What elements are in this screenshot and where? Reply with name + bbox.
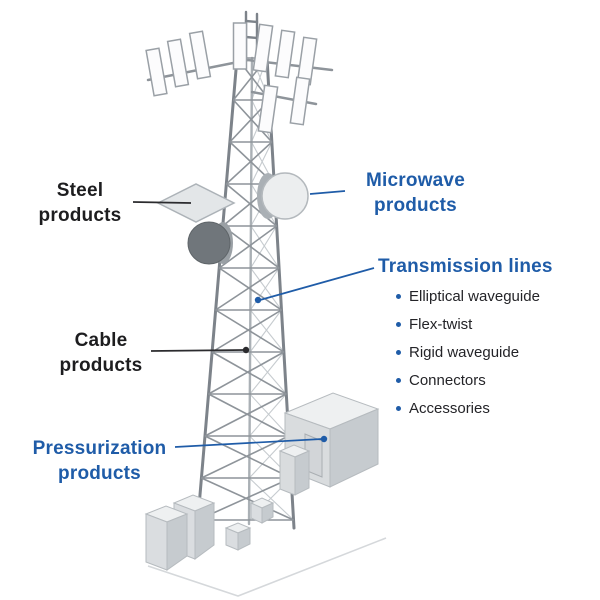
steel-products-label: Steel products xyxy=(38,180,122,226)
bullet-dot-icon xyxy=(396,406,401,411)
steel-panel xyxy=(156,183,236,223)
pressurization-products-label: Pressurization products xyxy=(32,438,167,484)
transmission-leader-line xyxy=(259,267,375,301)
microwave-drum-dark xyxy=(187,221,233,265)
transmission-item-label: Elliptical waveguide xyxy=(409,288,540,305)
transmission-item: Accessories xyxy=(396,401,540,416)
bullet-dot-icon xyxy=(396,322,401,327)
transmission-item-label: Flex-twist xyxy=(409,316,473,333)
bullet-dot-icon xyxy=(396,378,401,383)
steel-leader-line xyxy=(132,201,192,204)
transmission-item: Connectors xyxy=(396,373,540,388)
transmission-item: Flex-twist xyxy=(396,317,540,332)
lattice-tower xyxy=(194,56,296,544)
transmission-item-label: Connectors xyxy=(409,372,486,389)
ground-line xyxy=(147,537,387,597)
transmission-item: Rigid waveguide xyxy=(396,345,540,360)
microwave-leader-line xyxy=(309,190,346,195)
transmission-item: Elliptical waveguide xyxy=(396,289,540,304)
bullet-dot-icon xyxy=(396,350,401,355)
microwave-products-label: Microwave products xyxy=(366,170,465,216)
transmission-lines-heading: Transmission lines xyxy=(378,256,553,277)
bullet-dot-icon xyxy=(396,294,401,299)
transmission-item-label: Accessories xyxy=(409,400,490,417)
panel-antennas xyxy=(145,22,318,134)
microwave-drum-light xyxy=(257,172,309,220)
pressurization-leader-dot xyxy=(320,435,328,443)
left-cabinets xyxy=(144,494,216,571)
small-cabinet xyxy=(278,444,311,496)
pressurization-leader-line xyxy=(174,438,323,448)
cable-leader-dot xyxy=(242,346,250,354)
cable-products-label: Cable products xyxy=(59,330,143,376)
leader-lines xyxy=(132,190,375,448)
cable-leader-line xyxy=(150,349,245,352)
transmission-leader-dot xyxy=(254,296,262,304)
foundation-cubes xyxy=(224,497,275,551)
transmission-item-label: Rigid waveguide xyxy=(409,344,520,361)
transmission-lines-list: Elliptical waveguide Flex-twist Rigid wa… xyxy=(396,289,540,416)
